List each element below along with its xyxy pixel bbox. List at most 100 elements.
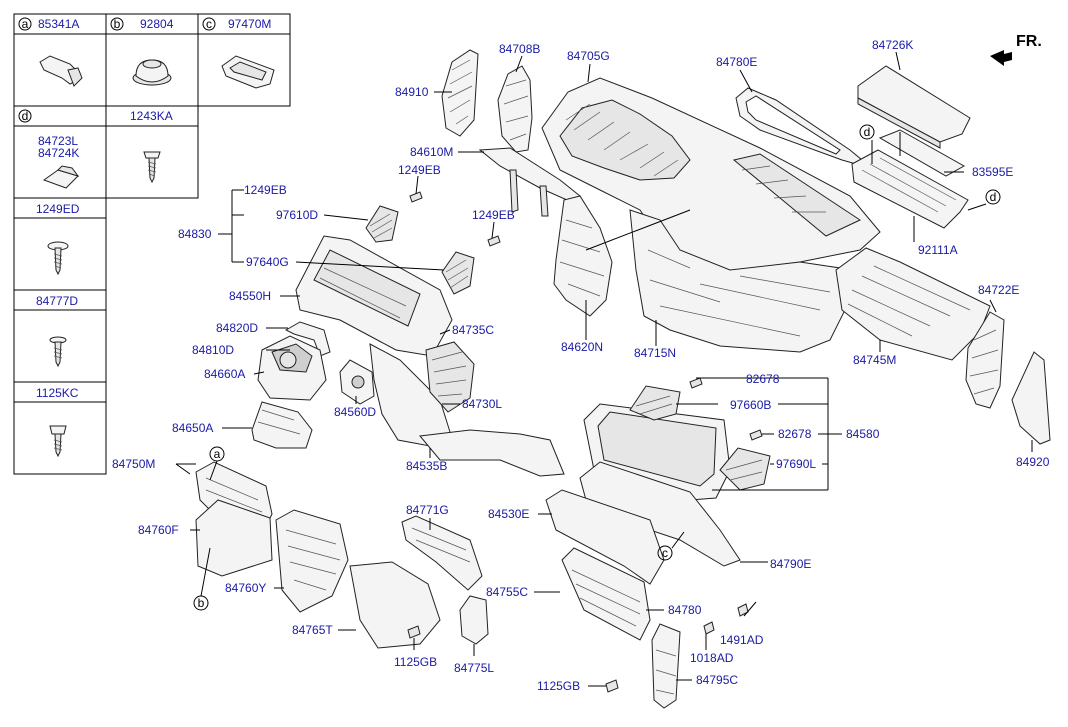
label-84650A: 84650A [172, 421, 213, 435]
part-84765T-drawing [349, 561, 441, 649]
label-84910: 84910 [395, 85, 429, 99]
label-82678-b: 82678 [778, 427, 812, 441]
leader-lines [175, 51, 1033, 687]
label-92111A: 92111A [918, 243, 958, 257]
label-1249EB-b: 1249EB [244, 183, 287, 197]
legend-part-d-1: 84723L [38, 134, 78, 148]
legend-letter-c-circle [202, 17, 216, 31]
label-84765T: 84765T [292, 623, 333, 637]
legend-letter-c: c [206, 17, 212, 31]
part-97690L-drawing [719, 447, 771, 491]
screw-1243KA-icon [143, 151, 161, 184]
legend-letter-b-circle [110, 17, 124, 31]
label-84780E: 84780E [716, 55, 757, 69]
label-84708B: 84708B [499, 42, 540, 56]
legend-table: a 85341A b 92804 c 97470M d 84723L 84724… [13, 13, 291, 475]
clip-97470M-icon [221, 55, 275, 89]
legend-part-c: 97470M [228, 17, 271, 31]
part-84535B-drawing [419, 429, 565, 477]
callout-c: c [662, 546, 668, 560]
bolt-1125KC-icon [49, 425, 67, 458]
part-83595E-drawing [878, 129, 966, 177]
label-84726K: 84726K [872, 38, 913, 52]
callout-c-circle [657, 545, 673, 561]
label-84730L: 84730L [462, 397, 502, 411]
legend-letter-a-circle [18, 17, 32, 31]
part-84705G-drawing [541, 77, 881, 273]
legend-part-b: 92804 [140, 17, 174, 31]
part-84650A-drawing [251, 401, 313, 449]
label-82678-a: 82678 [746, 372, 780, 386]
part-labels: 84910 84708B 84705G 84780E 84726K 84610M… [112, 38, 1050, 693]
part-84530E-drawing [545, 489, 665, 585]
part-97610D-drawing [365, 205, 399, 243]
label-84760Y: 84760Y [225, 581, 266, 595]
label-97640G: 97640G [246, 255, 289, 269]
label-84755C: 84755C [486, 585, 528, 599]
legend-part-1125KC: 1125KC [36, 386, 79, 400]
part-84560D-drawing [339, 359, 375, 405]
front-direction-indicator: FR. [990, 33, 1042, 66]
part-84715N-drawing [629, 209, 851, 353]
part-84722E-drawing [965, 311, 1005, 409]
label-84790E: 84790E [770, 557, 811, 571]
legend-part-d-2: 84724K [38, 146, 79, 160]
label-84660A: 84660A [204, 367, 245, 381]
callout-b: b [198, 596, 205, 610]
label-84580: 84580 [846, 427, 880, 441]
front-arrow-icon [990, 50, 1012, 66]
label-84830: 84830 [178, 227, 212, 241]
label-84735C: 84735C [452, 323, 494, 337]
label-1125GB-b: 1125GB [537, 679, 580, 693]
label-1249EB-c: 1249EB [472, 208, 515, 222]
part-92111A-drawing [851, 149, 969, 229]
screw-84777D-icon [49, 336, 67, 368]
part-84760F-drawing [195, 499, 273, 577]
label-84550H: 84550H [229, 289, 271, 303]
part-84780-drawing [561, 547, 651, 641]
label-84535B: 84535B [406, 459, 447, 473]
part-84620N-drawing [553, 195, 613, 317]
part-84550H-drawing [295, 235, 453, 357]
label-84722E: 84722E [978, 283, 1019, 297]
label-84750M: 84750M [112, 457, 155, 471]
label-84795C: 84795C [696, 673, 738, 687]
part-84726K-drawing [857, 65, 971, 149]
legend-letter-d: d [22, 109, 29, 123]
label-84560D: 84560D [334, 405, 376, 419]
callout-d1-circle [859, 124, 875, 140]
part-84920-drawing [1011, 351, 1051, 445]
label-84715N: 84715N [634, 346, 676, 360]
label-1125GB-a: 1125GB [394, 655, 437, 669]
part-84730L-drawing [369, 341, 475, 447]
legend-part-1243KA: 1243KA [130, 109, 173, 123]
legend-part-84777D: 84777D [36, 294, 78, 308]
part-84660A-drawing [257, 335, 327, 401]
label-1249EB-a: 1249EB [398, 163, 441, 177]
label-84820D: 84820D [216, 321, 258, 335]
callout-d2-circle [985, 189, 1001, 205]
label-97610D: 97610D [276, 208, 318, 222]
legend-part-1249ED: 1249ED [36, 202, 80, 216]
label-84530E: 84530E [488, 507, 529, 521]
label-84620N: 84620N [561, 340, 603, 354]
legend-letter-d-circle [18, 109, 32, 123]
label-84775L: 84775L [454, 661, 494, 675]
part-84910-drawing [441, 49, 479, 137]
label-1018AD: 1018AD [690, 651, 734, 665]
label-1491AD: 1491AD [720, 633, 764, 647]
part-84795C-drawing [651, 623, 681, 709]
part-84760Y-drawing [275, 509, 349, 613]
part-84708B-drawing [497, 65, 533, 153]
legend-part-a: 85341A [38, 17, 79, 31]
label-83595E: 83595E [972, 165, 1013, 179]
label-84771G: 84771G [406, 503, 449, 517]
part-84820D-drawing [284, 321, 331, 357]
part-84745M-drawing [835, 247, 991, 361]
label-84610M: 84610M [410, 145, 453, 159]
grommet-92804-icon [132, 59, 172, 86]
label-84780: 84780 [668, 603, 702, 617]
legend-letter-b: b [114, 17, 121, 31]
part-84610M-drawing [478, 147, 581, 217]
part-84775L-drawing [459, 595, 489, 645]
